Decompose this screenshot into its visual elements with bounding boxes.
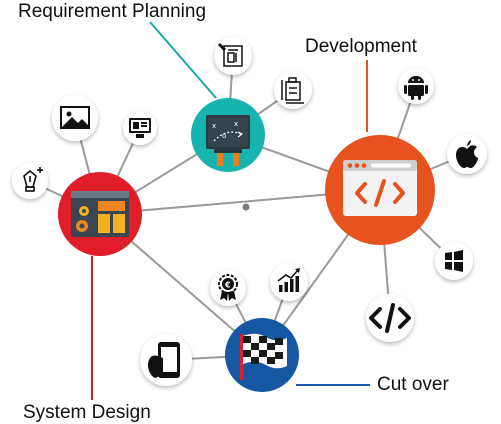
growth-chart-icon xyxy=(277,268,300,292)
mobile-tap-satellite xyxy=(140,334,192,386)
euro-badge-satellite: € xyxy=(210,270,246,306)
pen-tool-satellite xyxy=(12,163,48,199)
label-system-design: System Design xyxy=(23,402,151,423)
windows-satellite xyxy=(435,242,473,280)
image-icon xyxy=(60,106,90,129)
callout-line-requirement-planning xyxy=(149,21,217,99)
system-design-hub xyxy=(58,172,142,256)
requirement-planning-hub: x x o xyxy=(191,98,265,172)
blueprint-satellite xyxy=(214,37,252,75)
development-hub xyxy=(325,135,435,245)
android-satellite xyxy=(398,68,434,104)
label-cut-over: Cut over xyxy=(377,374,449,395)
blueprint-icon xyxy=(217,42,243,67)
android-icon xyxy=(404,76,428,100)
label-development: Development xyxy=(305,36,417,57)
monitor-satellite xyxy=(123,111,157,145)
windows-icon xyxy=(445,250,463,272)
code-brackets-icon xyxy=(369,303,411,333)
svg-text:x: x xyxy=(212,122,216,130)
label-requirement-planning: Requirement Planning xyxy=(18,1,207,22)
code-window-icon xyxy=(343,160,417,216)
apple-satellite xyxy=(447,134,487,174)
checkered-flag-icon xyxy=(240,333,287,380)
building-plan-satellite xyxy=(274,71,312,109)
svg-text:€: € xyxy=(224,281,231,290)
layout-design-icon xyxy=(71,191,129,237)
mobile-tap-icon xyxy=(148,342,180,378)
building-plan-icon xyxy=(281,77,304,104)
svg-text:o: o xyxy=(222,132,226,140)
connector-junction-dot xyxy=(242,203,250,211)
chalkboard-strategy-icon: x x o xyxy=(206,115,250,166)
cut-over-hub xyxy=(225,318,299,392)
svg-text:x: x xyxy=(234,120,238,128)
pen-tool-icon xyxy=(23,167,43,192)
code-brackets-satellite xyxy=(366,294,414,342)
monitor-icon xyxy=(129,118,151,138)
apple-icon xyxy=(456,140,478,168)
growth-chart-satellite xyxy=(270,263,308,301)
image-satellite xyxy=(52,95,98,141)
euro-badge-icon: € xyxy=(218,274,238,301)
